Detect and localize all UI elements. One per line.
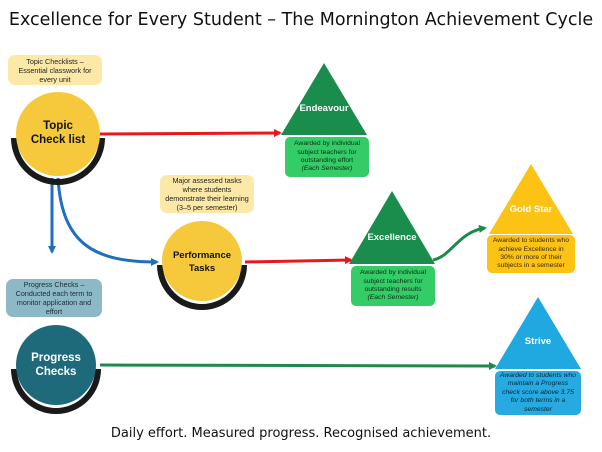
strive-label: Strive [524, 336, 552, 347]
excellence-triangle [349, 191, 435, 264]
topic-checklist-label: Topic Check list [16, 117, 100, 149]
endeavour-caption-text: Awarded by individual subject teachers f… [294, 140, 360, 164]
topic-checklist-node [11, 92, 105, 185]
page-title: Excellence for Every Student – The Morni… [8, 10, 594, 30]
gold-star-label: Gold Star [509, 204, 553, 215]
arrow-performance-to-excellence [244, 256, 353, 265]
performance-line2: Tasks [188, 263, 216, 274]
endeavour-triangle [281, 63, 367, 135]
progress-note: Progress Checks – Conducted each term to… [6, 279, 102, 317]
progress-line2: Checks [35, 366, 77, 378]
endeavour-caption: Awarded by individual subject teachers f… [285, 137, 369, 177]
performance-tasks-label: Performance Tasks [160, 247, 244, 277]
excellence-caption-text: Awarded by individual subject teachers f… [360, 269, 426, 293]
topic-line1: Topic [43, 120, 73, 132]
arrow-excellence-to-gold [432, 224, 487, 262]
gold-star-caption: Awarded to students who achieve Excellen… [487, 235, 575, 273]
progress-checks-node [11, 325, 101, 414]
performance-tasks-node [157, 221, 247, 310]
topic-note: Topic Checklists – Essential classwork f… [8, 55, 102, 85]
arrow-progress-to-strive [99, 361, 497, 370]
gold-star-triangle [489, 164, 573, 234]
strive-triangle [495, 297, 581, 369]
strive-caption: Awarded to students who maintain a Progr… [495, 371, 581, 415]
endeavour-label: Endeavour [299, 103, 349, 114]
excellence-caption: Awarded by individual subject teachers f… [351, 266, 435, 306]
endeavour-caption-period: (Each Semester) [301, 165, 353, 173]
topic-line2: Check list [30, 134, 86, 146]
footer-tagline: Daily effort. Measured progress. Recogni… [110, 426, 492, 441]
performance-note: Major assessed tasks where students demo… [160, 175, 254, 213]
arrow-topic-to-performance [56, 177, 159, 266]
arrow-topic-to-endeavour [97, 129, 282, 138]
progress-checks-label: Progress Checks [14, 349, 98, 381]
performance-line1: Performance [172, 250, 232, 261]
excellence-caption-period: (Each Semester) [367, 294, 419, 302]
excellence-label: Excellence [367, 232, 417, 243]
progress-line1: Progress [31, 352, 81, 364]
